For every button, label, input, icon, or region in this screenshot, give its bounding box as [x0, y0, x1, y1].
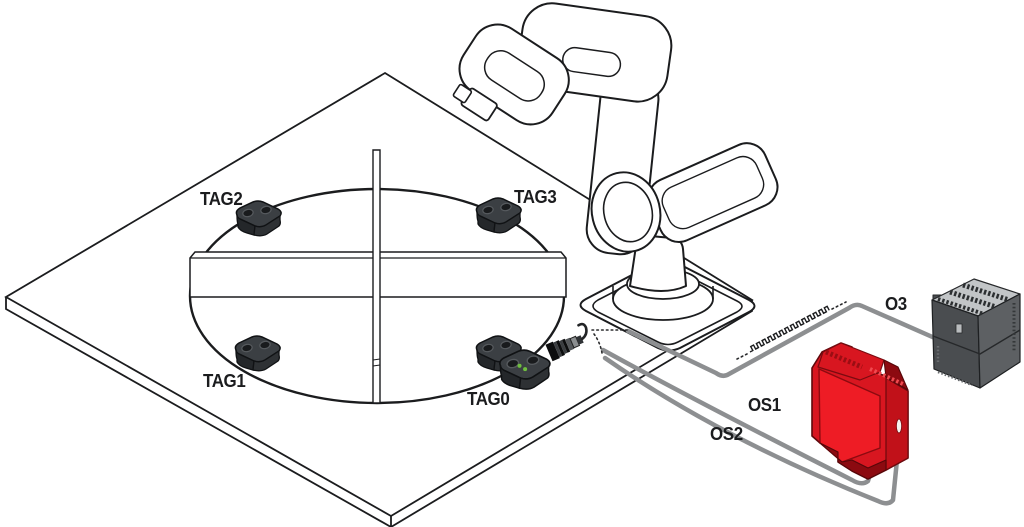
cable-label-os1: OS1 [748, 395, 781, 415]
cable-os2 [602, 355, 900, 506]
index-cross [189, 149, 567, 404]
rfid-read-head [498, 349, 551, 390]
cable-label-os2: OS2 [710, 424, 743, 444]
cable-label-o3: O3 [885, 294, 907, 314]
cable-os1 [600, 347, 880, 486]
tag-label-tag3: TAG3 [514, 187, 557, 207]
tag-label-tag0: TAG0 [467, 389, 510, 409]
tag-label-tag1: TAG1 [203, 371, 246, 391]
plc-module [931, 278, 1021, 389]
robot-arm [452, 2, 779, 352]
safety-relay-module [811, 342, 909, 480]
cable-o3 [625, 302, 940, 378]
tag-label-tag2: TAG2 [200, 189, 243, 209]
din-rail [736, 301, 847, 360]
connection-dotted-line [591, 329, 628, 354]
sensor-cable-connector [545, 322, 588, 362]
